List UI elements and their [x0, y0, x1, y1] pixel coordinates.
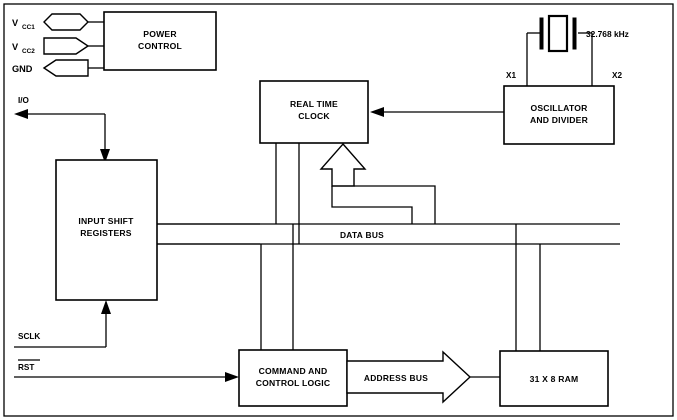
arrowhead-oscillator-to-rtc — [370, 107, 384, 117]
pin-label-vcc2: V — [12, 42, 19, 52]
pin-label-vcc1-subscript: CC1 — [22, 24, 35, 31]
arrowhead-sclk-into-shift-registers — [101, 300, 111, 314]
bus-arrow-into-rtc — [319, 142, 367, 187]
pin-label-vcc1: V — [12, 18, 19, 28]
block-real-time-clock-line1: REAL TIME — [290, 99, 338, 109]
block-input-shift-registers — [55, 159, 158, 301]
data-bus-label: DATA BUS — [340, 230, 384, 240]
crystal-body — [547, 14, 569, 53]
block-ram — [499, 350, 609, 407]
arrowhead-io-left — [14, 109, 28, 119]
pin-label-vcc2-subscript: CC2 — [22, 48, 35, 55]
pin-shape-vcc2 — [43, 37, 90, 55]
block-power-control-line2: CONTROL — [138, 41, 182, 51]
block-power-control-line1: POWER — [143, 29, 177, 39]
signal-label-rst: RST — [18, 363, 34, 372]
block-command-logic-line1: COMMAND AND — [259, 366, 328, 376]
block-oscillator-line2: AND DIVIDER — [530, 115, 589, 125]
crystal-terminal-x2-label: X2 — [612, 71, 622, 80]
block-oscillator-and-divider — [503, 85, 615, 145]
block-command-and-control-logic — [238, 349, 348, 407]
wire-hollow-arrow-leg-right — [354, 185, 436, 224]
block-input-shift-registers-line1: INPUT SHIFT — [78, 216, 134, 226]
pin-shape-vcc1 — [43, 13, 89, 31]
crystal-plate-right — [572, 17, 577, 50]
block-ram-label: 31 X 8 RAM — [530, 374, 579, 384]
arrowhead-rst-into-command-logic — [225, 372, 239, 382]
pin-label-gnd: GND — [12, 64, 33, 74]
block-command-logic-line2: CONTROL LOGIC — [256, 378, 331, 388]
signal-label-io: I/O — [18, 96, 30, 105]
pin-shape-gnd — [42, 59, 89, 77]
address-bus-arrow — [346, 350, 472, 404]
signal-label-sclk: SCLK — [18, 332, 40, 341]
arrowhead-io-into-shift-registers — [100, 149, 110, 163]
crystal-frequency-label: 32.768 kHz — [586, 29, 629, 39]
crystal-terminal-x1-label: X1 — [506, 71, 516, 80]
block-oscillator-line1: OSCILLATOR — [530, 103, 588, 113]
block-power-control — [103, 11, 217, 71]
block-input-shift-registers-line2: REGISTERS — [80, 228, 132, 238]
diagram-border — [3, 3, 674, 417]
wire-hollow-arrow-leg-left — [331, 186, 413, 224]
crystal-plate-left — [539, 17, 544, 50]
address-bus-label: ADDRESS BUS — [364, 373, 428, 383]
block-real-time-clock — [259, 80, 369, 144]
block-real-time-clock-line2: CLOCK — [298, 111, 330, 121]
